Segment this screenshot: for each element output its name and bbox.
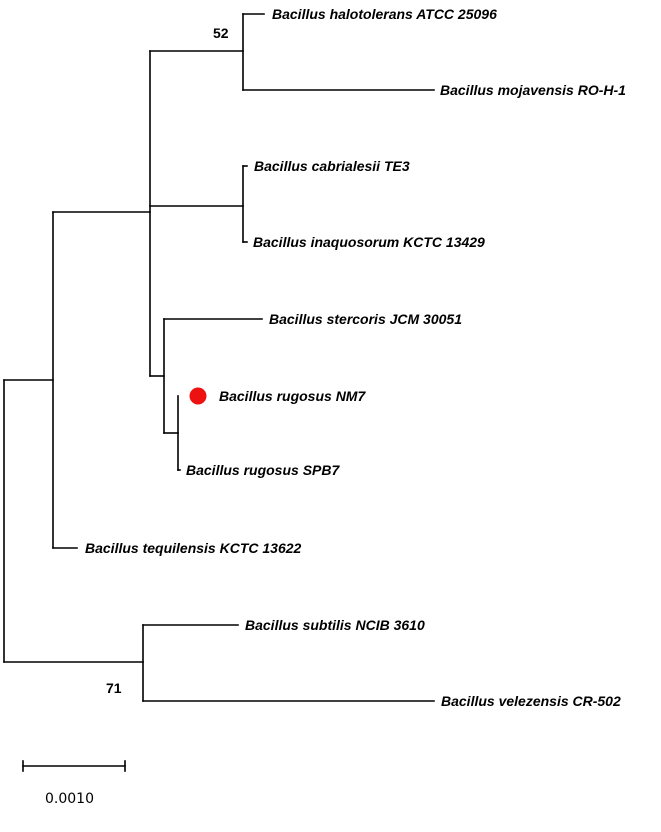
scale-bar: 0.0010: [22, 760, 126, 807]
taxon-label-velezensis: Bacillus velezensis CR-502: [441, 693, 621, 709]
taxon-label-tequilensis: Bacillus tequilensis KCTC 13622: [85, 540, 302, 556]
taxon-label-mojavensis: Bacillus mojavensis RO-H-1: [440, 82, 626, 98]
taxon-label-cabrialesii: Bacillus cabrialesii TE3: [254, 158, 410, 174]
taxon-label-subtilis: Bacillus subtilis NCIB 3610: [245, 617, 425, 633]
taxon-label-rugosus-spb7: Bacillus rugosus SPB7: [186, 462, 340, 478]
highlight-marker: [189, 387, 207, 405]
taxon-label-stercoris: Bacillus stercoris JCM 30051: [269, 311, 462, 327]
bootstrap-value-halotolerans-node: 52: [213, 25, 229, 41]
scale-bar-label: 0.0010: [45, 791, 94, 807]
taxon-label-rugosus-nm7: Bacillus rugosus NM7: [219, 388, 366, 404]
bootstrap-value-outgroup-node: 71: [106, 680, 122, 696]
taxon-label-inaquosorum: Bacillus inaquosorum KCTC 13429: [253, 234, 485, 250]
taxon-label-halotolerans: Bacillus halotolerans ATCC 25096: [272, 6, 497, 22]
